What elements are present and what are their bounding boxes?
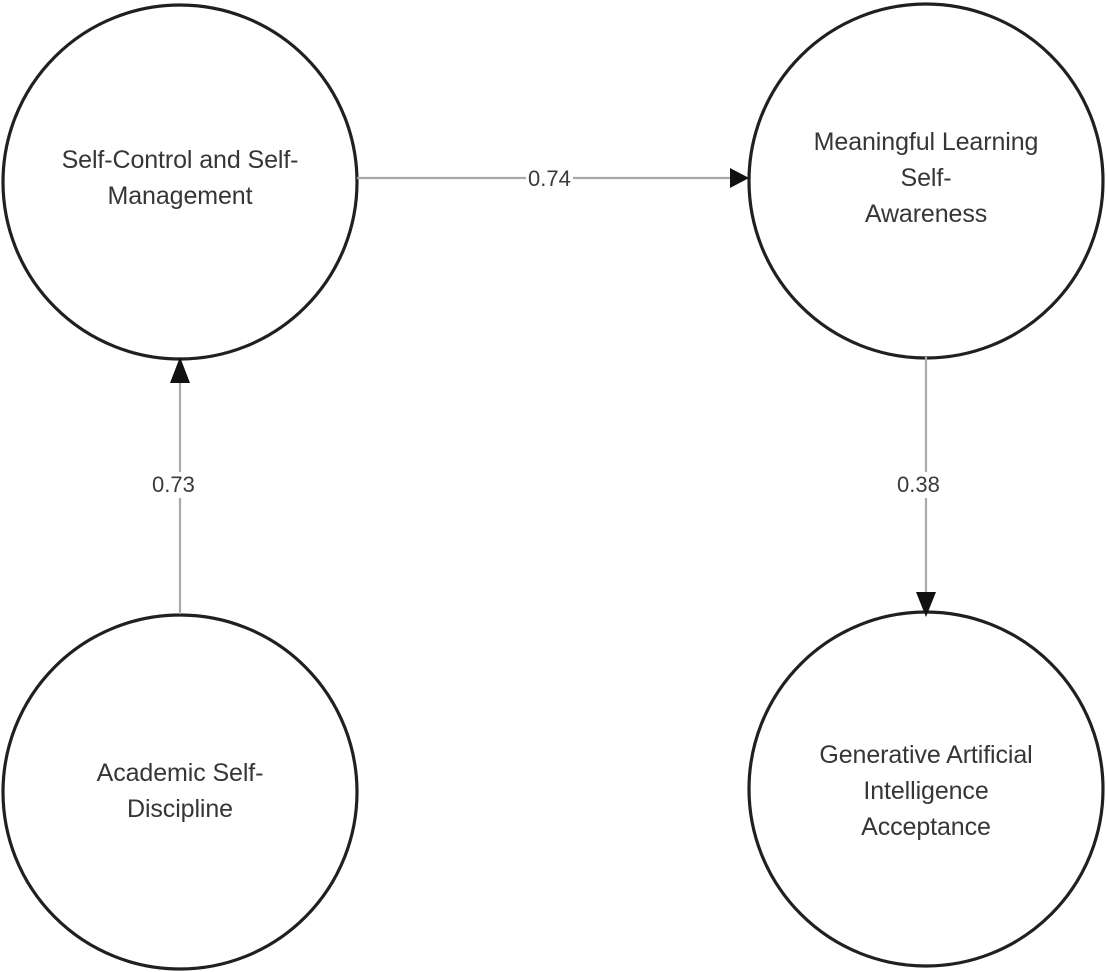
edge-arrowhead-mlsa-to-gaia bbox=[916, 592, 936, 617]
edge-arrowhead-scsm-to-mlsa bbox=[730, 168, 749, 188]
node-circle-generative-artificial-intelligence-acceptance[interactable] bbox=[747, 610, 1105, 968]
edge-label-mlsa-to-gaia: 0.38 bbox=[895, 472, 942, 498]
edge-label-asd-to-scsm: 0.73 bbox=[150, 472, 197, 498]
node-circle-self-control-and-self-management[interactable] bbox=[1, 3, 359, 361]
node-circle-meaningful-learning-self-awareness[interactable] bbox=[747, 2, 1105, 360]
edge-label-scsm-to-mlsa: 0.74 bbox=[526, 166, 573, 192]
node-circle-academic-self-discipline[interactable] bbox=[1, 613, 359, 971]
edge-arrowhead-asd-to-scsm bbox=[170, 357, 190, 383]
